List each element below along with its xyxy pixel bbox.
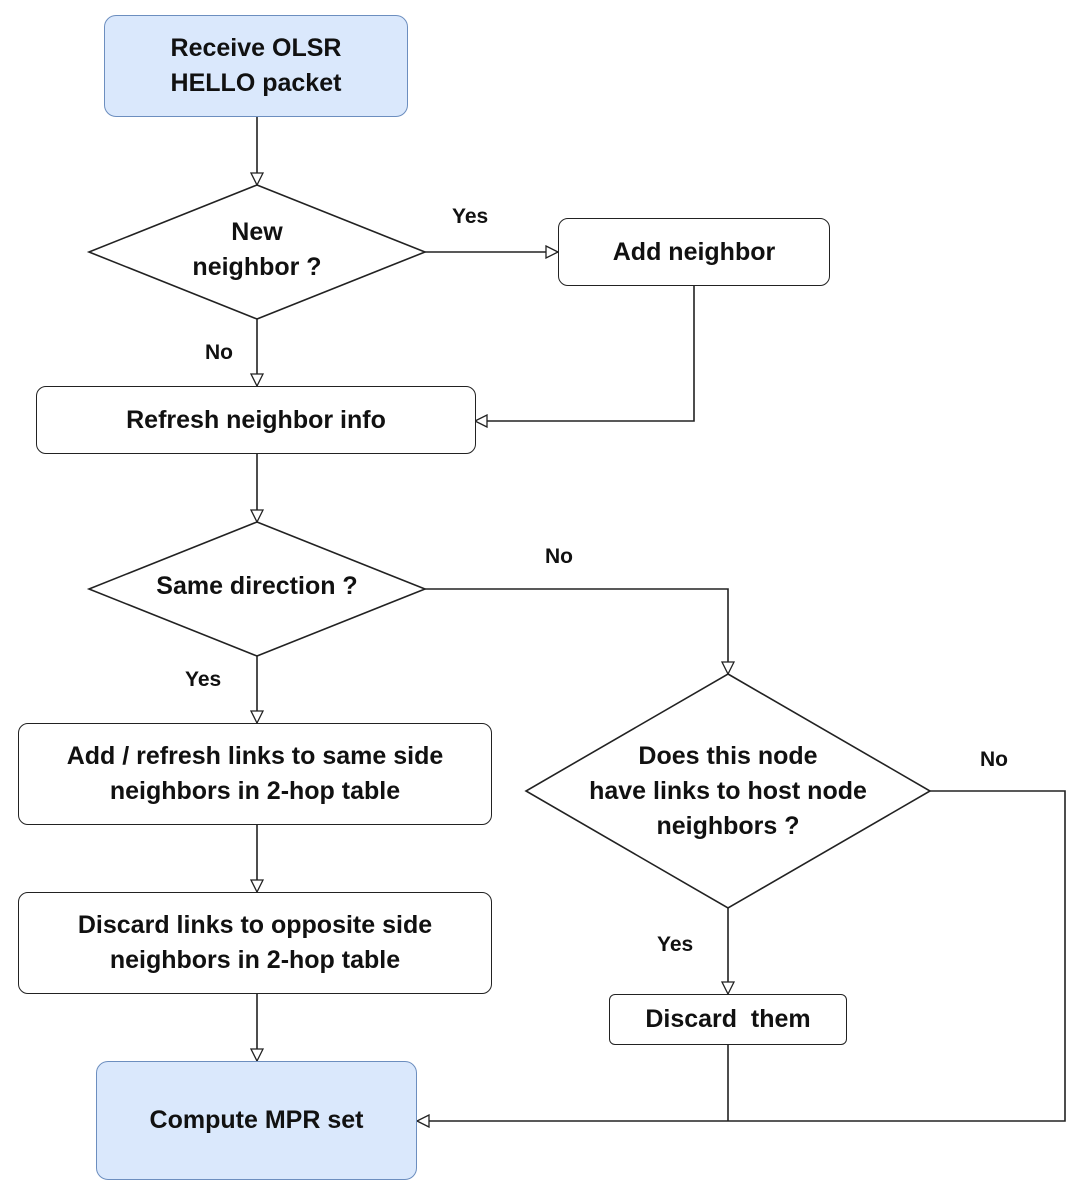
node-refresh-text: Refresh neighbor info (126, 405, 386, 434)
node-discard-links: Discard links to opposite side neighbors… (18, 892, 492, 994)
node-new-neighbor-text: New neighbor ? (192, 218, 322, 281)
edge-label-links-no: No (980, 748, 1008, 772)
edge-label-new-yes: Yes (452, 205, 489, 229)
node-add-neighbor-text: Add neighbor (612, 237, 776, 266)
node-add-neighbor: Add neighbor (558, 218, 830, 286)
node-add-refresh-links-text: Add / refresh links to same side neighbo… (66, 742, 444, 805)
node-discard-them: Discard them (609, 994, 847, 1045)
node-compute-mpr: Compute MPR set (96, 1061, 417, 1180)
edge-add-to-refresh (475, 286, 695, 421)
node-same-direction: Same direction ? (110, 566, 404, 606)
node-same-direction-text: Same direction ? (156, 571, 358, 600)
edge-label-links-yes: Yes (657, 933, 694, 957)
node-discard-them-text: Discard them (645, 1005, 811, 1033)
edge-label-same-yes: Yes (185, 668, 222, 692)
node-new-neighbor: New neighbor ? (150, 212, 364, 288)
edge-same-no-to-links (425, 588, 728, 674)
node-does-node-have-links: Does this node have links to host node n… (560, 732, 896, 850)
node-receive-hello-text: Receive OLSR HELLO packet (170, 34, 342, 97)
edge-links-no-to-mpr (417, 790, 1066, 1121)
node-receive-hello: Receive OLSR HELLO packet (104, 15, 408, 117)
node-refresh-neighbor-info: Refresh neighbor info (36, 386, 476, 454)
node-add-refresh-links: Add / refresh links to same side neighbo… (18, 723, 492, 825)
node-does-node-have-links-text: Does this node have links to host node n… (589, 741, 867, 840)
node-discard-links-text: Discard links to opposite side neighbors… (77, 911, 433, 974)
edge-label-new-no: No (205, 341, 233, 365)
edge-label-same-no: No (545, 545, 573, 569)
node-compute-mpr-text: Compute MPR set (149, 1106, 364, 1134)
